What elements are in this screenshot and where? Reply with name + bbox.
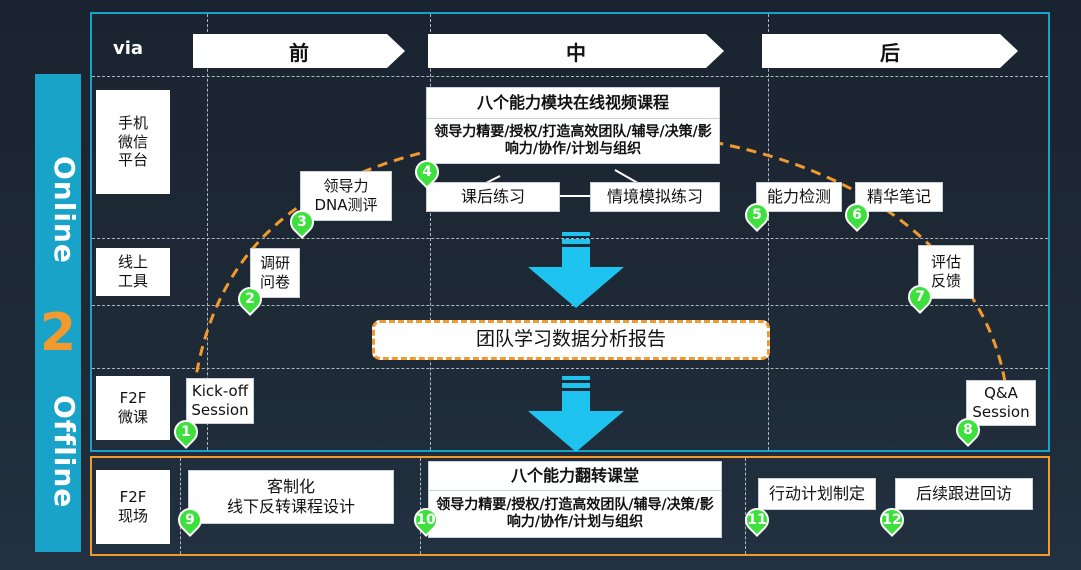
flip-title: 八个能力翻转课堂	[428, 461, 722, 491]
row-f2f-onsite: F2F 现场	[96, 470, 170, 544]
two-label: 2	[39, 303, 77, 363]
custom-design-box: 客制化 线下反转课程设计	[188, 470, 394, 524]
online-label: Online	[48, 156, 81, 264]
follow-up-box: 后续跟进回访	[895, 478, 1033, 510]
scenario-practice-box: 情境模拟练习	[590, 182, 720, 212]
offline-label: Offline	[48, 395, 81, 509]
left-band	[35, 74, 81, 552]
grid-line	[92, 238, 1048, 239]
grid-line	[92, 305, 1048, 306]
row-mobile: 手机 微信 平台	[96, 90, 170, 194]
grid-line	[430, 14, 431, 450]
dna-test-box: 领导力 DNA测评	[300, 171, 392, 221]
down-arrow-icon	[528, 232, 624, 308]
flip-desc: 领导力精要/授权/打造高效团队/辅导/决策/影响力/协作/计划与组织	[428, 490, 722, 538]
online-frame	[90, 12, 1050, 452]
notes-box: 精华笔记	[855, 182, 943, 212]
modules-desc: 领导力精要/授权/打造高效团队/辅导/决策/影响力/协作/计划与组织	[426, 118, 720, 164]
qa-box: Q&A Session	[966, 380, 1036, 426]
down-arrow-icon	[528, 376, 624, 452]
action-plan-box: 行动计划制定	[758, 478, 876, 510]
report-box: 团队学习数据分析报告	[372, 320, 770, 360]
modules-title: 八个能力模块在线视频课程	[426, 87, 720, 119]
practice-after-box: 课后练习	[426, 182, 560, 212]
phase-after: 后	[762, 34, 1018, 68]
phase-before: 前	[193, 34, 405, 68]
grid-line	[768, 14, 769, 450]
ability-test-box: 能力检测	[756, 182, 842, 212]
grid-line	[207, 14, 208, 450]
phase-during: 中	[428, 34, 724, 68]
via-label: via	[112, 38, 144, 59]
offline-frame	[90, 456, 1050, 556]
grid-line	[180, 458, 181, 554]
row-online-tools: 线上 工具	[96, 248, 170, 296]
grid-line	[745, 458, 746, 554]
kickoff-box: Kick-off Session	[186, 378, 254, 424]
grid-line	[92, 76, 1048, 77]
grid-line	[420, 458, 421, 554]
row-f2f-micro: F2F 微课	[96, 376, 170, 440]
grid-line	[92, 368, 1048, 369]
